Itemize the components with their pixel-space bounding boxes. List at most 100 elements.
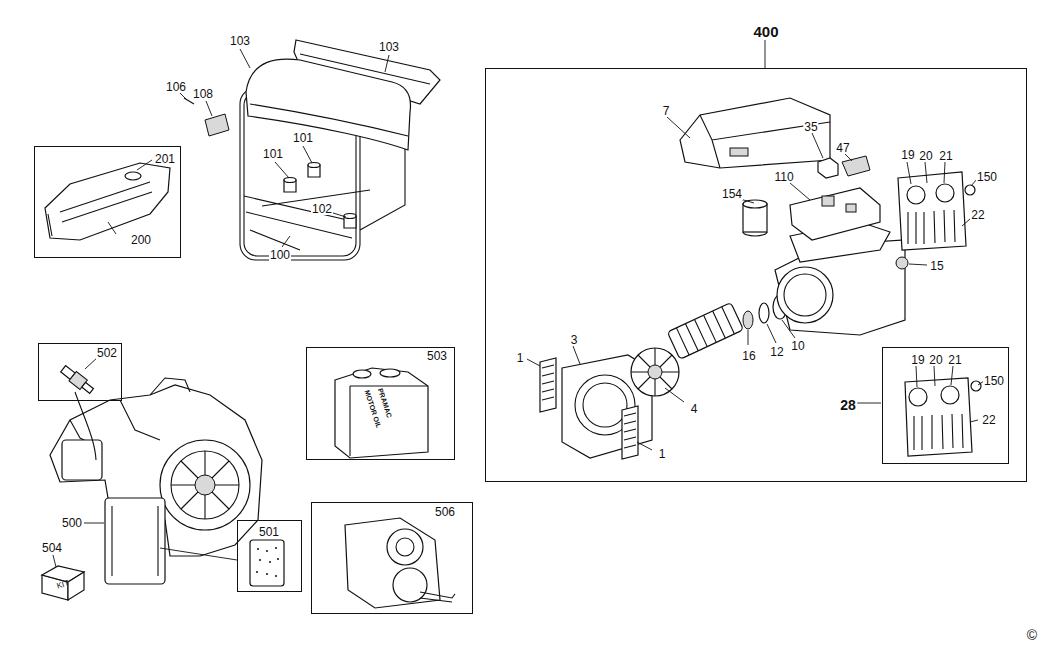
leader-line xyxy=(665,388,684,402)
socket xyxy=(936,184,954,202)
leader-line xyxy=(84,523,104,524)
exhaust-pipe xyxy=(420,592,455,602)
muffler xyxy=(396,538,414,556)
leader-line xyxy=(909,264,927,265)
callout-number: 502 xyxy=(96,347,118,359)
callout-number: 101 xyxy=(262,148,284,160)
parts-box: 502 xyxy=(38,343,122,401)
switch xyxy=(896,257,908,269)
callout-number: 21 xyxy=(947,354,962,366)
muffler xyxy=(393,568,427,602)
curved-panel xyxy=(246,59,410,150)
leader-line xyxy=(845,154,852,161)
fan xyxy=(631,348,679,396)
socket xyxy=(941,386,959,404)
callout-number: 108 xyxy=(192,88,214,100)
leader-line xyxy=(916,366,917,387)
callout-number: 201 xyxy=(154,153,176,165)
leader-line xyxy=(180,93,187,100)
leader-line xyxy=(767,324,776,343)
callout-number: 16 xyxy=(741,350,756,362)
rectifier xyxy=(842,156,870,176)
fuel-tank xyxy=(45,163,170,240)
panel-edge xyxy=(250,104,408,136)
callout-number: 200 xyxy=(130,234,152,246)
leader-line xyxy=(385,55,389,72)
callout-number: 20 xyxy=(918,150,933,162)
callout-number: 101 xyxy=(292,132,314,144)
tank-cap xyxy=(125,172,141,180)
leader-line xyxy=(527,359,540,366)
rubber-mount xyxy=(344,214,356,219)
control-box xyxy=(730,148,748,156)
circuit-board xyxy=(790,188,880,240)
socket xyxy=(907,186,925,204)
callout-number: 47 xyxy=(835,142,850,154)
jug-cap xyxy=(380,369,400,377)
parts-box: 201 200 xyxy=(34,146,181,258)
leader-line xyxy=(962,219,970,226)
leader-line xyxy=(951,366,953,385)
control-box xyxy=(680,98,830,168)
callout-number: 150 xyxy=(983,375,1005,387)
callout-number: 1 xyxy=(516,352,525,364)
callout-number: 22 xyxy=(970,209,985,221)
assembly-box: 2819202115022400735471920211501101542215… xyxy=(485,68,1027,482)
grille xyxy=(542,365,554,400)
stator-housing xyxy=(784,274,826,316)
grille xyxy=(624,413,636,448)
leader-line xyxy=(303,146,312,163)
rubber-mount xyxy=(284,178,296,183)
callout-number: 102 xyxy=(311,203,333,215)
leader-line xyxy=(857,403,881,404)
kit-label: KIT xyxy=(55,579,71,591)
leader-line xyxy=(812,133,823,158)
leader-line xyxy=(206,101,212,116)
leader-line xyxy=(925,162,927,183)
engine-detail xyxy=(70,378,190,448)
callout-number: 103 xyxy=(229,35,251,47)
callout-number: 106 xyxy=(165,81,187,93)
filter-element xyxy=(250,540,284,586)
leader-line xyxy=(970,420,978,422)
leader-line xyxy=(573,346,580,364)
leader-line xyxy=(240,49,250,68)
control-panel xyxy=(898,172,966,250)
air-cleaner xyxy=(112,506,158,576)
leader-line xyxy=(160,548,237,560)
callout-number: 20 xyxy=(928,354,943,366)
bearing xyxy=(759,303,769,323)
control-panel xyxy=(905,378,972,456)
recoil-starter xyxy=(171,451,239,519)
frame-rail xyxy=(244,190,370,238)
callout-number: 3 xyxy=(570,334,579,346)
breaker xyxy=(971,381,981,391)
oil-jug xyxy=(335,368,428,458)
leader-line xyxy=(748,330,749,345)
stator-housing xyxy=(777,267,833,323)
grille xyxy=(540,358,556,412)
rotor xyxy=(676,307,734,355)
callout-number: 500 xyxy=(61,517,83,529)
breaker xyxy=(965,185,975,195)
product-label: PRAMAC xyxy=(377,386,394,419)
leader-line xyxy=(137,160,152,170)
grille xyxy=(622,406,638,459)
group-number: 28 xyxy=(839,398,857,412)
jug-cap xyxy=(353,370,371,378)
tank-ridge xyxy=(48,182,152,236)
callout-number: 504 xyxy=(41,542,63,554)
oil-jug xyxy=(350,386,428,456)
panel-slots xyxy=(908,210,955,244)
callout-number: 22 xyxy=(981,414,996,426)
callout-number: 501 xyxy=(258,526,280,538)
leader-line xyxy=(667,117,690,138)
rubber-mount xyxy=(308,163,320,168)
spark-plug xyxy=(82,382,94,393)
fan xyxy=(631,348,679,396)
muffler xyxy=(345,518,440,608)
callout-number: 4 xyxy=(690,403,699,415)
relay xyxy=(818,158,838,178)
callout-number: 12 xyxy=(769,346,784,358)
